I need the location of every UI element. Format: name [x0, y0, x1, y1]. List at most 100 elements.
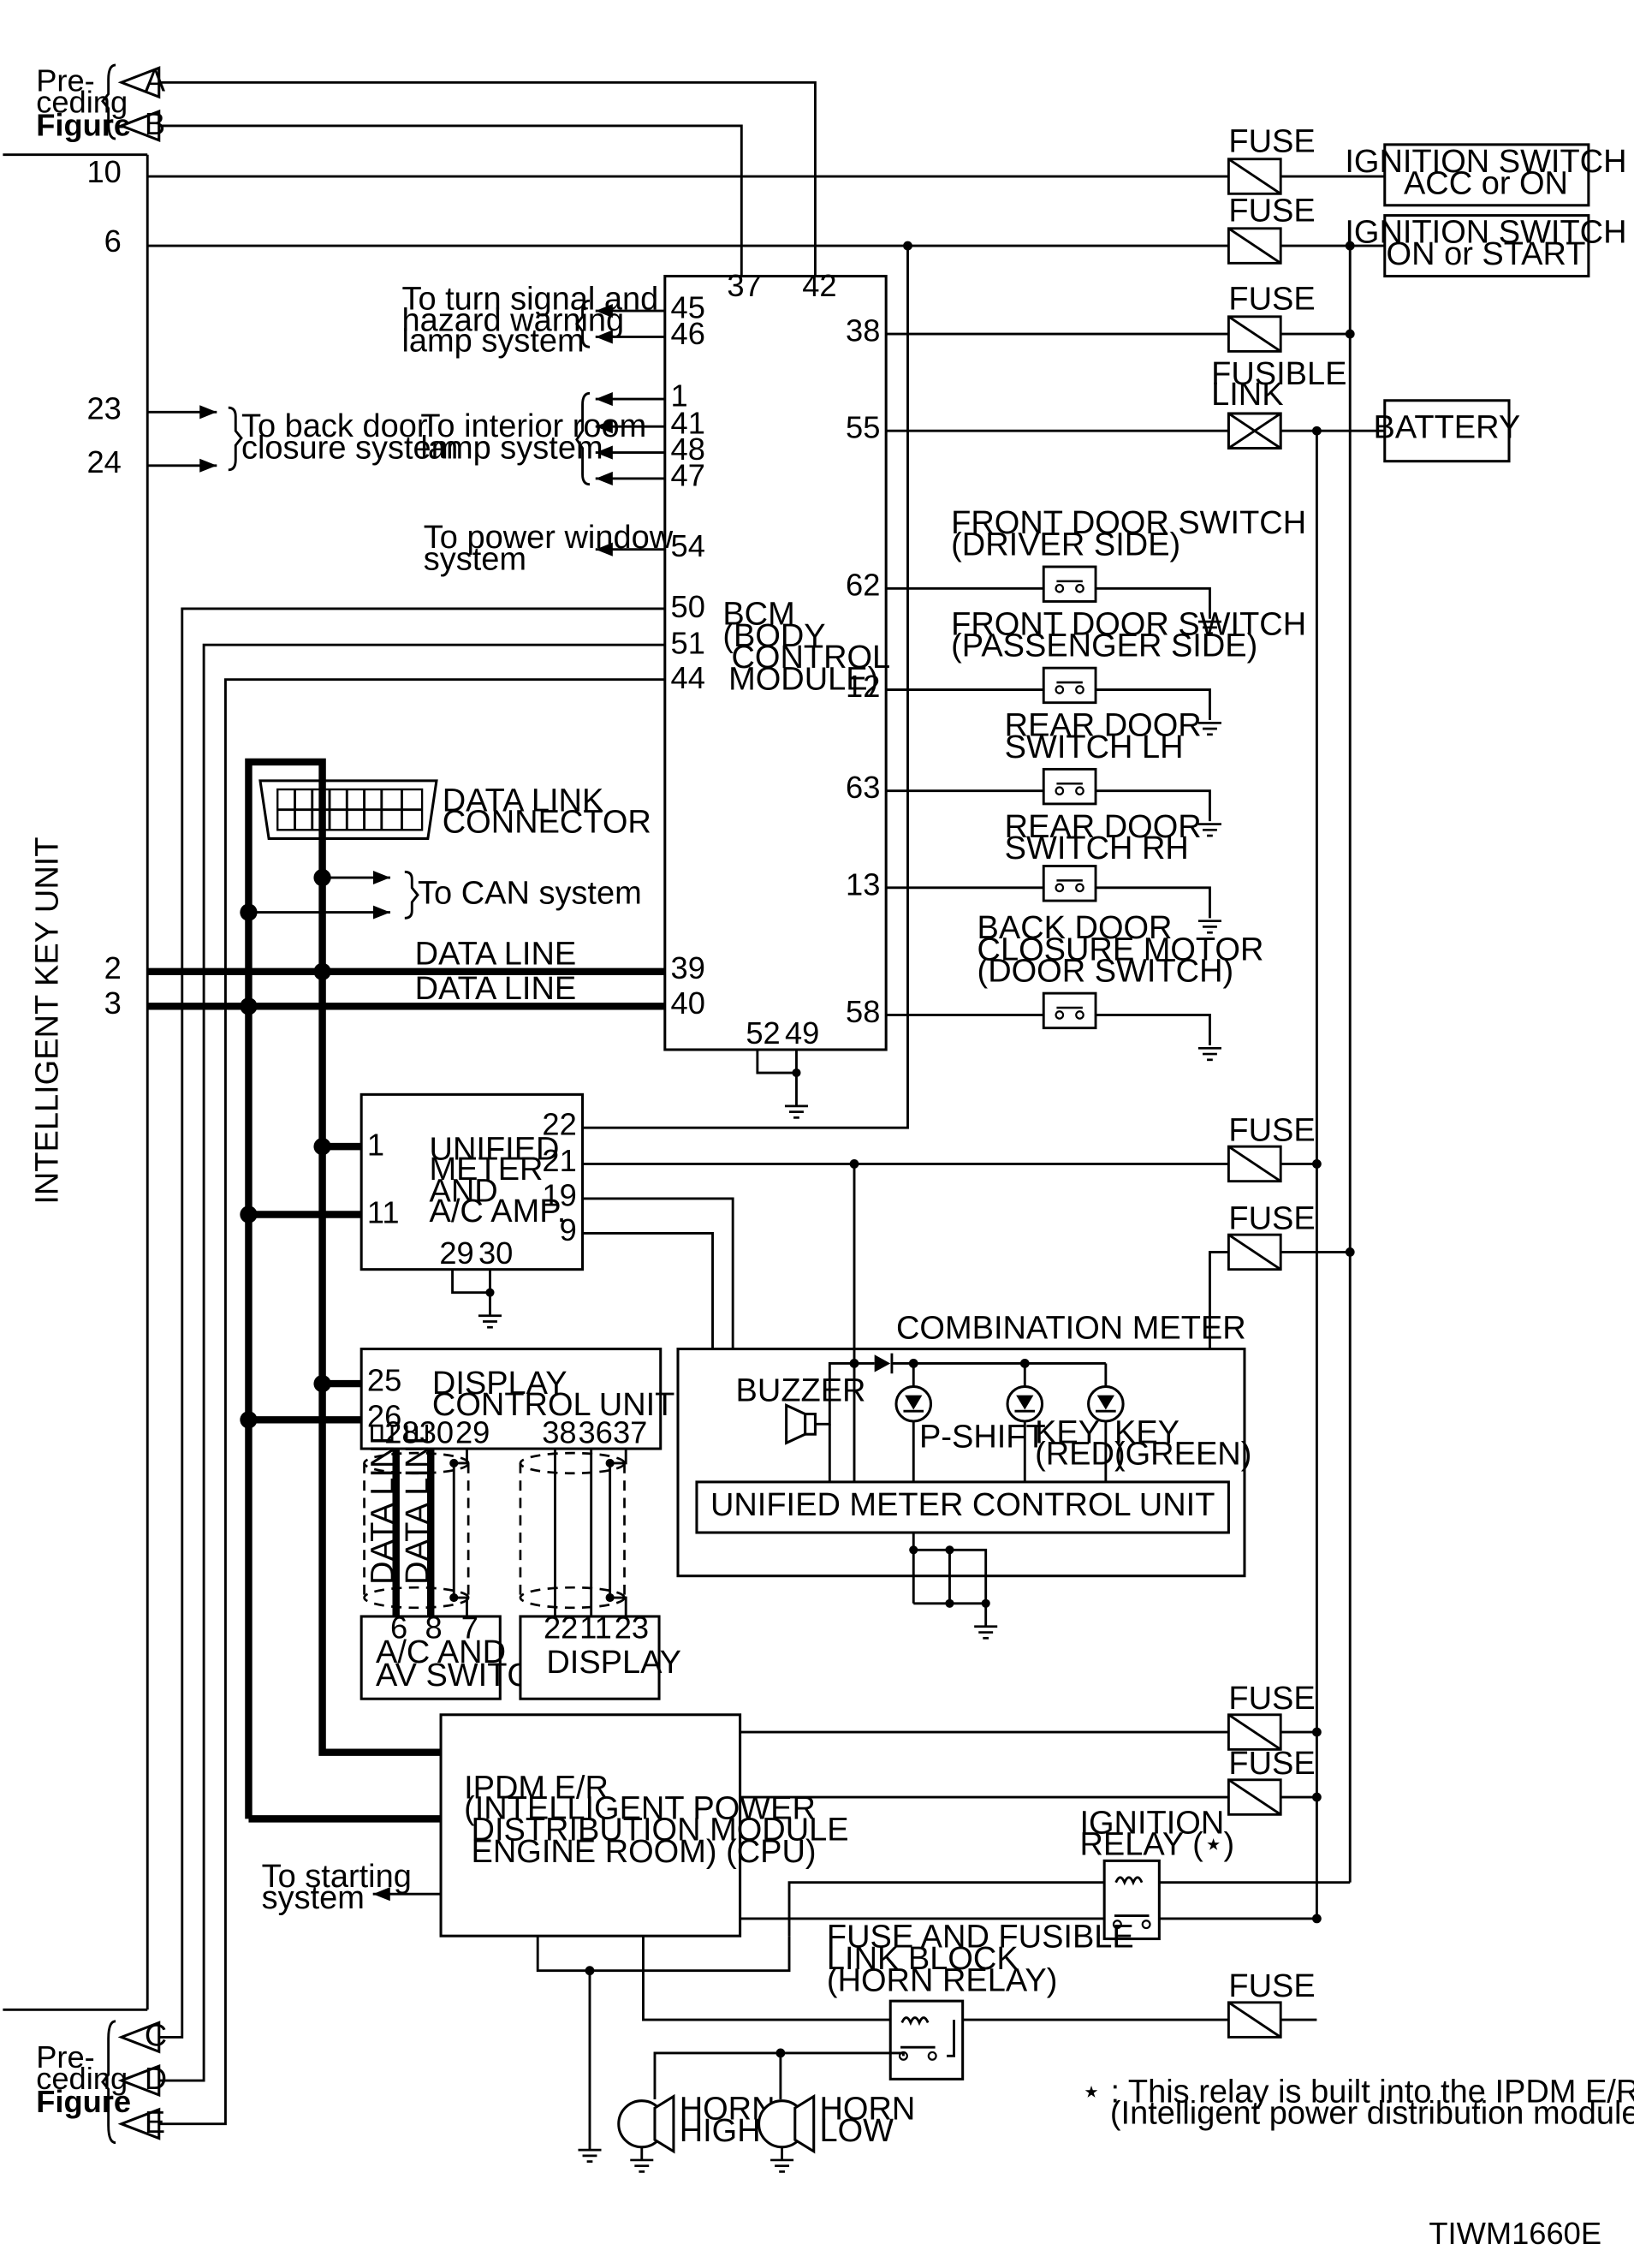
ac-av-switch-pin: 6	[390, 1610, 407, 1645]
rear-door-switch-lh: REAR DOOR	[1005, 708, 1202, 744]
data-line-label: DATA LINE	[400, 1423, 436, 1585]
display-pin: 23	[615, 1610, 649, 1645]
bcm-name-line: MODULE)	[728, 662, 878, 698]
can-system-note: To CAN system	[418, 875, 642, 911]
display-unit: 22 11 23 DISPLAY	[519, 1610, 681, 1700]
power-window-note: To power window	[424, 520, 674, 556]
ik-pin: 23	[86, 391, 121, 426]
display-control-unit: DISPLAY CONTROL UNIT 25 26 28 30 29 38 3…	[359, 1348, 674, 1450]
display-pin: 22	[544, 1610, 578, 1645]
connector-tag-b: B	[145, 106, 165, 141]
power-window-note: system	[424, 541, 526, 577]
display-control-pin: 25	[367, 1363, 401, 1398]
ik-pin: 2	[104, 950, 122, 985]
front-door-switch-passenger: (PASSENGER SIDE)	[951, 628, 1257, 664]
back-door-closure-motor: BACK DOOR	[977, 910, 1173, 946]
unified-meter-ac-amp: UNIFIED METER AND A/C AMP. 1 11 22 21 19…	[359, 1092, 1322, 1482]
intelligent-key-unit: INTELLIGENT KEY UNIT 10 6 23 24 2 3	[3, 153, 149, 2011]
preceding-label-bold: Figure	[36, 2084, 131, 2119]
wires-a-b	[158, 80, 817, 277]
horn-relay-label: (HORN RELAY)	[827, 1962, 1057, 1998]
fuse-column: FUSE FUSE FUSE FUSIBLE LINK	[1211, 123, 1346, 450]
ipdm-name: IPDM E/R	[464, 1771, 609, 1807]
key-red-label: (RED)	[1035, 1437, 1126, 1473]
ignition-switch-on: ON or START	[1387, 236, 1586, 272]
bcm-pin: 41	[671, 406, 705, 441]
preceding-label-line: Pre-	[36, 63, 95, 98]
unified-meter-pin: 9	[560, 1212, 577, 1247]
unified-meter-name: METER	[430, 1152, 544, 1188]
data-line-label: DATA LINE	[415, 971, 577, 1007]
connector-tag-a: A	[145, 63, 166, 98]
fusible-link-label: LINK	[1211, 377, 1283, 413]
bcm-pin: 44	[671, 660, 705, 695]
relay-footnote: ⋆ : This relay is built into the IPDM E/…	[1081, 2074, 1634, 2110]
horn-low-icon	[758, 2093, 816, 2154]
unified-meter-pin: 22	[542, 1107, 576, 1142]
unified-meter-name: AND	[430, 1173, 498, 1209]
figure-code: TIWM1660E	[1429, 2216, 1601, 2251]
ipdm-name: ENGINE ROOM) (CPU)	[472, 1834, 817, 1870]
back-door-closure-motor: CLOSURE MOTOR	[977, 932, 1264, 967]
rear-door-switch-rh: SWITCH RH	[1005, 830, 1189, 866]
ik-pin: 24	[86, 444, 121, 479]
preceding-label-line: ceding	[36, 85, 128, 120]
ac-av-switch-pin: 7	[461, 1610, 478, 1645]
display-control-name: DISPLAY	[432, 1366, 567, 1402]
bcm-pin: 58	[846, 994, 880, 1029]
bcm-pin: 45	[671, 290, 705, 325]
key-red-label: KEY	[1035, 1414, 1100, 1450]
ik-pin: 3	[104, 985, 122, 1021]
starting-system-note: To starting	[262, 1859, 412, 1895]
bcm-left-signals: To turn signal and hazard warning lamp s…	[401, 281, 673, 577]
battery-label: BATTERY	[1374, 410, 1521, 446]
horn-relay-label: FUSE AND FUSIBLE	[827, 1920, 1134, 1955]
data-link-connector: DATA LINK CONNECTOR	[258, 779, 651, 841]
fusible-link-label: FUSIBLE	[1211, 356, 1346, 392]
can-bus: DATA LINE DATA LINE To CAN system	[147, 758, 665, 1823]
intelligent-key-unit-label: INTELLIGENT KEY UNIT	[30, 836, 66, 1204]
fuse-label: FUSE	[1228, 281, 1315, 317]
ignition-relay: IGNITION RELAY (⋆)	[740, 1805, 1351, 1941]
key-red-indicator-icon	[1006, 1363, 1044, 1482]
front-door-switch-driver: (DRIVER SIDE)	[951, 527, 1180, 563]
unified-meter-pin: 29	[439, 1235, 473, 1271]
starting-system-note: system	[262, 1880, 365, 1916]
fuse-label: FUSE	[1228, 1112, 1315, 1148]
bcm-pin: 49	[785, 1015, 819, 1051]
ignition-switch-on: IGNITION SWITCH	[1345, 215, 1626, 251]
unified-meter-pin: 11	[367, 1195, 400, 1230]
front-door-switch-driver: FRONT DOOR SWITCH	[951, 505, 1306, 541]
display-control-pin: 37	[613, 1414, 647, 1449]
key-green-label: KEY	[1114, 1414, 1179, 1450]
display-control-pin: 28	[384, 1414, 419, 1449]
buzzer-label: BUZZER	[736, 1372, 866, 1408]
data-line-label: DATA LINE	[365, 1423, 401, 1585]
horn-high: HORN HIGH	[617, 2092, 775, 2173]
horn-relay-label: LINK BLOCK	[827, 1941, 1019, 1977]
unified-meter-pin: 19	[542, 1177, 576, 1212]
bcm-pin: 1	[671, 378, 688, 414]
display-lines	[519, 1449, 627, 1616]
rear-door-switch-rh: REAR DOOR	[1005, 809, 1202, 845]
turn-signal-note: To turn signal and	[401, 281, 658, 317]
bcm-pin: 48	[671, 432, 705, 467]
interior-lamp-note: lamp system	[420, 430, 603, 466]
ipdm-name: DISTRIBUTION MODULE	[472, 1813, 849, 1848]
ac-av-switch-name: A/C AND	[376, 1634, 506, 1670]
bcm-pin: 52	[746, 1015, 780, 1051]
fusible-link	[1227, 412, 1282, 450]
bcm-pin: 55	[846, 410, 880, 445]
front-door-switch-passenger: FRONT DOOR SWITCH	[951, 606, 1306, 642]
data-link-connector-label: CONNECTOR	[443, 805, 651, 841]
ipdm-er: IPDM E/R (INTELLIGENT POWER DISTRIBUTION…	[262, 1681, 1322, 1938]
horn-relay: FUSE AND FUSIBLE LINK BLOCK (HORN RELAY)…	[653, 1920, 1317, 2099]
back-door-note: closure system	[241, 430, 458, 466]
ik-pin: 10	[86, 154, 121, 189]
bcm-pin: 38	[846, 313, 880, 348]
display-control-pin: 38	[542, 1414, 576, 1449]
bcm-pin: 39	[671, 950, 705, 985]
key-green-label: (GREEN)	[1114, 1437, 1251, 1473]
bcm-name-line: BCM	[722, 597, 794, 633]
p-shift-indicator-icon	[894, 1363, 933, 1482]
